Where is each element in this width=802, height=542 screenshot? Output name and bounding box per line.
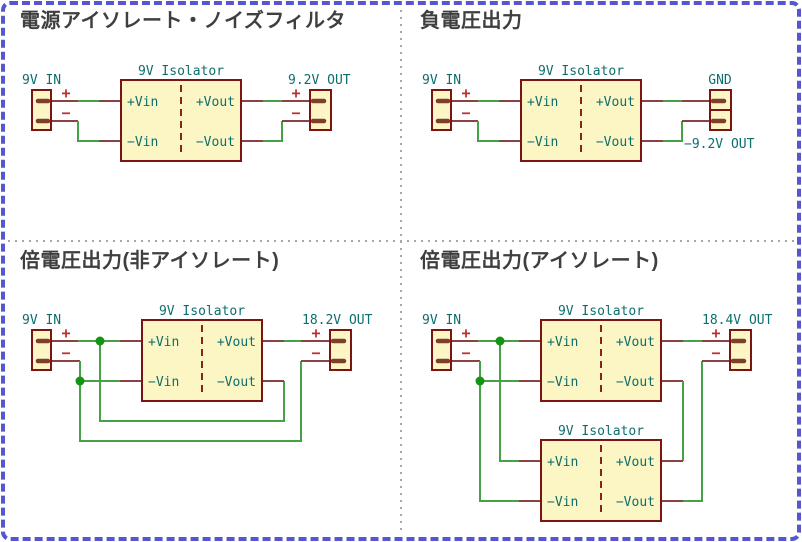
input-connector — [31, 329, 52, 371]
minus-mark: − — [461, 344, 470, 362]
input-connector — [431, 329, 452, 371]
wire — [499, 341, 519, 462]
output-label: 9.2V OUT — [288, 73, 351, 88]
minus-mark: − — [311, 344, 320, 362]
plus-mark: + — [461, 84, 470, 102]
plus-mark: + — [311, 324, 320, 342]
pin-label-vout-minus: −Vout — [616, 495, 655, 510]
pin-label-vin-minus: −Vin — [527, 135, 558, 150]
output-connector — [329, 329, 352, 371]
minus-mark: − — [711, 344, 720, 362]
connector-body — [431, 329, 452, 371]
connector-body — [431, 89, 452, 131]
plus-mark: + — [711, 324, 720, 342]
plus-mark: + — [461, 324, 470, 342]
plus-mark: + — [61, 324, 70, 342]
isolator-symbol: 9V Isolator +Vin −Vin +Vout −Vout — [141, 304, 263, 402]
pin-label-vout-plus: +Vout — [196, 95, 235, 110]
connector-body — [309, 89, 332, 131]
pin-label-vout-minus: −Vout — [196, 135, 235, 150]
pin-label-vin-minus: −Vin — [148, 375, 179, 390]
isolator-name: 9V Isolator — [159, 304, 245, 319]
input-connector — [431, 89, 452, 131]
pin-label-vin-plus: +Vin — [148, 335, 179, 350]
isolator-body — [540, 439, 662, 522]
junction-dot — [95, 336, 105, 346]
wire — [77, 121, 99, 142]
pin-label-vout-minus: −Vout — [217, 375, 256, 390]
junction-dot — [475, 376, 485, 386]
pin-label-vout-minus: −Vout — [616, 375, 655, 390]
pin-label-vin-minus: −Vin — [547, 375, 578, 390]
wire — [477, 121, 499, 142]
minus-mark: − — [291, 104, 300, 122]
panel-doubler-isolated: 9V Isolator +Vin −Vin +Vout −Vout 9V Iso… — [422, 304, 773, 522]
input-connector — [31, 89, 52, 131]
pin-label-vin-plus: +Vin — [127, 95, 158, 110]
connector-body — [329, 329, 352, 371]
isolator-name: 9V Isolator — [558, 304, 644, 319]
minus-mark: − — [61, 104, 70, 122]
pin-label-vin-minus: −Vin — [547, 495, 578, 510]
plus-mark: + — [291, 84, 300, 102]
gnd-label: GND — [708, 73, 732, 88]
pin-label-vout-plus: +Vout — [616, 335, 655, 350]
pin-label-vin-plus: +Vin — [527, 95, 558, 110]
wire — [263, 121, 283, 142]
minus-mark: − — [61, 344, 70, 362]
minus-mark: − — [461, 104, 470, 122]
isolator-symbol: 9V Isolator +Vin −Vin +Vout −Vout — [520, 64, 642, 162]
isolator-name: 9V Isolator — [138, 64, 224, 79]
output-terminal-block — [709, 89, 732, 131]
input-label: 9V IN — [22, 73, 61, 88]
panel-title-doubler-non-isolated: 倍電圧出力(非アイソレート) — [20, 250, 280, 272]
wire — [99, 341, 285, 422]
wire — [683, 361, 703, 502]
isolator-symbol-lower: 9V Isolator +Vin −Vin +Vout −Vout — [540, 424, 662, 522]
connector-body — [31, 89, 52, 131]
junction-dot — [495, 336, 505, 346]
isolator-name: 9V Isolator — [538, 64, 624, 79]
connector-body — [729, 329, 752, 371]
panel-title-noise-filter: 電源アイソレート・ノイズフィルタ — [20, 10, 346, 32]
panel-negative-output: 9V Isolator +Vin −Vin +Vout −Vout 9V IN … — [422, 64, 755, 162]
pin-label-vout-plus: +Vout — [616, 455, 655, 470]
wire — [79, 361, 302, 442]
panel-separator-horizontal — [8, 240, 794, 242]
isolator-symbol: 9V Isolator +Vin −Vin +Vout −Vout — [120, 64, 242, 162]
pin-label-vin-plus: +Vin — [547, 335, 578, 350]
wire — [663, 121, 683, 142]
panel-title-negative-output: 負電圧出力 — [420, 10, 523, 32]
isolator-name: 9V Isolator — [558, 424, 644, 439]
panel-doubler-non-isolated: 9V Isolator +Vin −Vin +Vout −Vout 9V IN … — [22, 304, 373, 442]
pin-label-vout-plus: +Vout — [596, 95, 635, 110]
output-label: 18.2V OUT — [302, 313, 373, 328]
panel-noise-filter: 9V Isolator +Vin −Vin +Vout −Vout 9V IN … — [22, 64, 351, 162]
panel-separator-vertical — [400, 10, 402, 530]
connector-body — [31, 329, 52, 371]
input-label: 9V IN — [22, 313, 61, 328]
pin-label-vin-plus: +Vin — [547, 455, 578, 470]
wire — [479, 381, 519, 502]
output-label: 18.4V OUT — [702, 313, 773, 328]
output-connector — [729, 329, 752, 371]
pin-label-vout-plus: +Vout — [217, 335, 256, 350]
panel-title-doubler-isolated: 倍電圧出力(アイソレート) — [420, 250, 659, 272]
pin-label-vin-minus: −Vin — [127, 135, 158, 150]
output-connector — [309, 89, 332, 131]
input-label: 9V IN — [422, 73, 461, 88]
junction-dot — [75, 376, 85, 386]
input-label: 9V IN — [422, 313, 461, 328]
pin-label-vout-minus: −Vout — [596, 135, 635, 150]
isolator-symbol-upper: 9V Isolator +Vin −Vin +Vout −Vout — [540, 304, 662, 402]
negative-output-label: −9.2V OUT — [684, 137, 755, 152]
plus-mark: + — [61, 84, 70, 102]
